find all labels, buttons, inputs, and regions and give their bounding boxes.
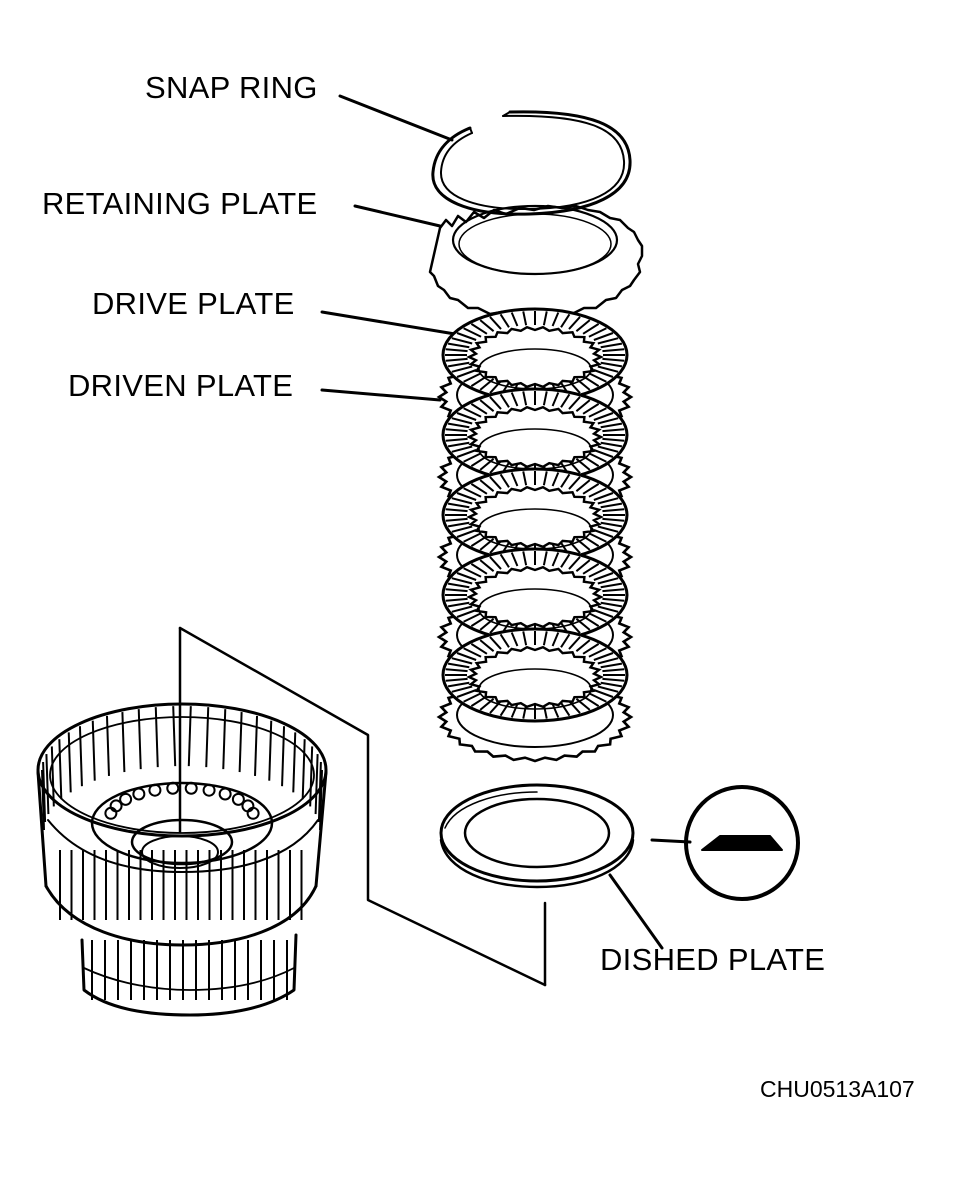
drive-plate-bore: [478, 668, 592, 710]
snap-ring-label: SNAP RING: [145, 70, 318, 105]
retaining-plate-label: RETAINING PLATE: [42, 186, 318, 221]
drum-spline: [187, 706, 192, 767]
drive-plate-inner-splines: [466, 645, 604, 709]
clutch-drum: [36, 702, 328, 1017]
drum-spline: [154, 707, 159, 768]
leader-detail-callout: [650, 838, 692, 844]
drum-spline: [314, 754, 319, 815]
drum-spline: [238, 712, 243, 773]
drum-oil-hole: [231, 792, 245, 806]
drive-plate-label: DRIVE PLATE: [92, 286, 295, 321]
drum-oil-hole: [119, 792, 133, 806]
drum-oil-hole: [218, 787, 232, 801]
drum-spline: [50, 746, 55, 807]
drive-plate-inner-splines: [466, 405, 604, 469]
retaining-plate-teeth: [428, 204, 644, 318]
drum-spline: [222, 709, 227, 770]
dished-plate-label: DISHED PLATE: [600, 942, 826, 977]
leader-dished-plate: [608, 873, 664, 950]
drive-plate-inner-splines: [466, 485, 604, 549]
drum-oil-hole: [202, 783, 216, 797]
drum-oil-hole: [166, 781, 180, 795]
drum-spline: [78, 726, 83, 787]
drum-spline: [105, 715, 110, 776]
dished-plate: [439, 783, 635, 889]
drum-spline: [137, 709, 142, 770]
drive-plate-friction-grooves: [445, 311, 625, 399]
drive-plate-friction-grooves: [445, 631, 625, 719]
drum-spline: [42, 761, 47, 823]
drum-spline: [205, 707, 210, 768]
snap-ring: [431, 110, 632, 216]
assembly-bracket-diag: [178, 626, 547, 987]
drum-spline: [58, 739, 63, 800]
drum-spline: [172, 706, 177, 767]
drum-spline: [319, 769, 323, 831]
dished-plate-section-detail: [684, 785, 800, 901]
drum-spline: [91, 720, 96, 781]
drum-oil-hole: [246, 806, 260, 820]
drum-spline: [281, 726, 286, 787]
leader-lines: [178, 94, 692, 987]
leader-driven-plate: [320, 388, 442, 402]
drum-spline: [309, 746, 314, 807]
drum-spline: [268, 720, 273, 781]
drum-oil-hole: [148, 783, 162, 797]
drum-spline: [301, 739, 306, 800]
clutch-plate-stack: [436, 307, 634, 763]
leader-retaining-plate: [353, 204, 442, 228]
driven-plate-label: DRIVEN PLATE: [68, 368, 294, 403]
drum-oil-hole: [132, 787, 146, 801]
drive-plate-inner-splines: [466, 565, 604, 629]
drive-plate-inner-splines: [466, 325, 604, 389]
leader-snap-ring: [338, 94, 454, 142]
drum-spline: [41, 769, 45, 831]
section-profile: [701, 835, 783, 851]
drum-spline: [292, 732, 297, 793]
leader-drive-plate: [320, 310, 457, 336]
drum-spline: [254, 715, 259, 776]
drum-spline: [67, 732, 72, 793]
drum-splines: [41, 706, 323, 1000]
drum-oil-hole: [184, 781, 198, 795]
drum-spline: [121, 712, 126, 773]
drum-spline: [45, 754, 50, 815]
figure-code: CHU0513A107: [760, 1076, 915, 1102]
drum-oil-hole: [109, 799, 123, 813]
retaining-plate: [428, 204, 644, 318]
drum-spline: [317, 761, 322, 823]
